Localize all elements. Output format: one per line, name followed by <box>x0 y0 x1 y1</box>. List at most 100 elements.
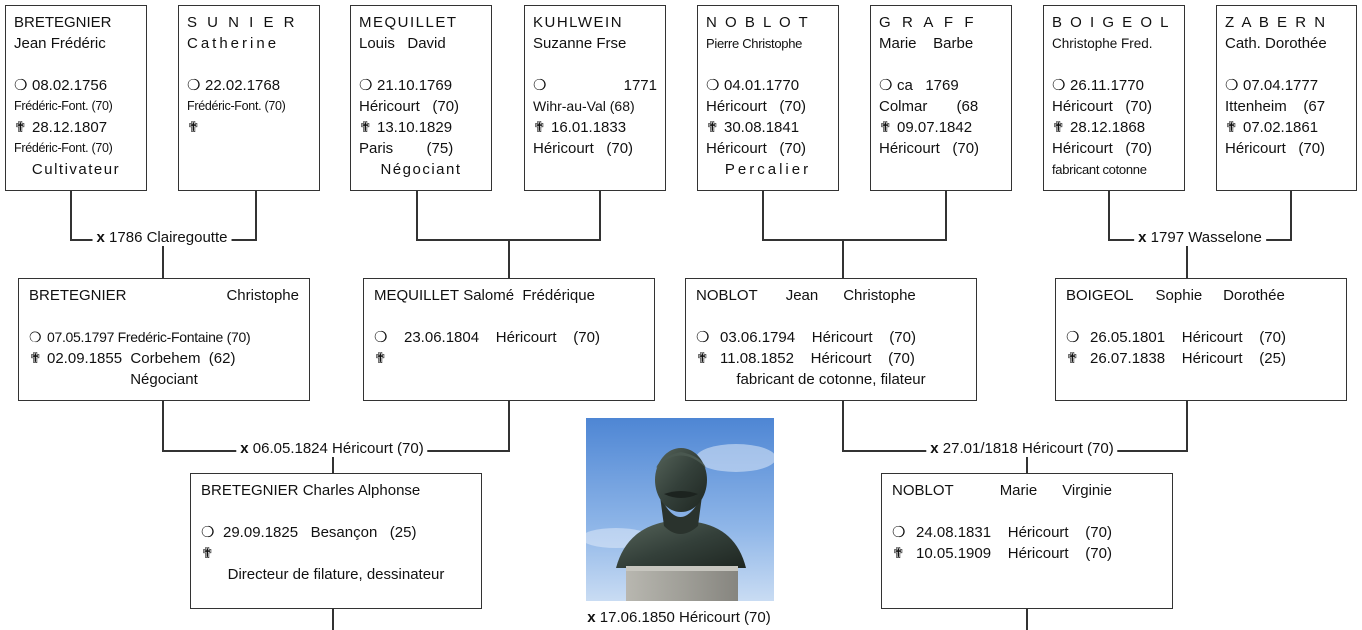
birth-icon: ❍ <box>706 77 720 94</box>
death-date: 09.07.1842 <box>897 119 973 136</box>
given-name: Sophie Dorothée <box>1155 287 1285 304</box>
birth-date: ca 1769 <box>897 77 959 94</box>
given-name: Cath. Dorothée <box>1225 35 1327 52</box>
surname: Z A B E R N <box>1225 14 1328 31</box>
death-place: Héricourt (70) <box>879 140 980 157</box>
person-card-noblot-pierre[interactable]: N O B L O T Pierre Christophe ❍04.01.177… <box>697 5 839 191</box>
death-date: 13.10.1829 <box>377 119 453 136</box>
person-card-mequillet-louis[interactable]: MEQUILLET Louis David ❍21.10.1769 Hérico… <box>350 5 492 191</box>
birth-icon: ❍ <box>29 329 42 345</box>
given-name: Pierre Christophe <box>706 36 803 51</box>
birth-icon: ❍ <box>1052 77 1066 94</box>
marriage-label-bretegnier-sunier: x 1786 Clairegoutte <box>92 229 232 246</box>
birth-line: 26.05.1801 Héricourt (70) <box>1090 329 1286 346</box>
bust-photo <box>586 418 774 601</box>
death-icon: ✟ <box>533 119 546 136</box>
person-card-sunier-catherine[interactable]: S U N I E R Catherine ❍22.02.1768 Frédér… <box>178 5 320 191</box>
occupation: Négociant <box>130 371 198 388</box>
death-icon: ✟ <box>29 350 42 367</box>
death-place: Héricourt (70) <box>706 140 807 157</box>
given-name: Marie Barbe <box>879 35 974 52</box>
birth-place: Ittenheim (67 <box>1225 98 1326 115</box>
surname: BRETEGNIER <box>29 287 127 304</box>
death-place: Héricourt (70) <box>533 140 634 157</box>
birth-icon: ❍ <box>201 524 215 541</box>
death-line: 02.09.1855 Corbehem (62) <box>47 350 236 367</box>
birth-line: 24.08.1831 Héricourt (70) <box>916 524 1112 541</box>
death-line: 11.08.1852 Héricourt (70) <box>720 350 915 367</box>
person-card-noblot-jean[interactable]: NOBLOT Jean Christophe ❍ 03.06.1794 Hérico… <box>685 278 977 401</box>
occupation: Percalier <box>724 161 812 178</box>
birth-icon: ❍ <box>1066 329 1080 346</box>
birth-place: Héricourt (70) <box>706 98 807 115</box>
surname: KUHLWEIN <box>533 14 624 31</box>
death-line: 26.07.1838 Héricourt (25) <box>1090 350 1286 367</box>
given-name: Christophe Fred. <box>1052 36 1153 51</box>
given-name: Louis David <box>359 35 446 52</box>
birth-icon: ❍ <box>187 77 201 94</box>
surname: NOBLOT <box>892 482 954 499</box>
death-icon: ✟ <box>706 119 719 136</box>
birth-icon: ❍ <box>374 329 388 346</box>
birth-line: 07.05.1797 Fredéric-Fontaine (70) <box>47 329 251 345</box>
death-icon: ✟ <box>696 350 709 367</box>
death-icon: ✟ <box>1066 350 1079 367</box>
birth-line: 29.09.1825 Besançon (25) <box>223 524 417 541</box>
death-icon: ✟ <box>1225 119 1238 136</box>
surname: N O B L O T <box>706 14 810 31</box>
birth-date: 22.02.1768 <box>205 77 281 94</box>
bust-statue-image <box>586 418 774 601</box>
occupation: fabricant cotonne <box>1052 162 1147 177</box>
death-place: Paris (75) <box>359 140 454 157</box>
death-place: Héricourt (70) <box>1225 140 1326 157</box>
person-card-mequillet-salome[interactable]: MEQUILLET Salomé Frédérique ❍ 23.06.1804 … <box>363 278 655 401</box>
birth-date: 08.02.1756 <box>32 77 108 94</box>
death-date: 07.02.1861 <box>1243 119 1319 136</box>
surname: NOBLOT <box>696 287 758 304</box>
occupation: Directeur de filature, dessinateur <box>227 566 445 583</box>
surname: S U N I E R <box>187 14 298 31</box>
birth-date: 1771 <box>623 77 657 94</box>
death-icon: ✟ <box>14 119 27 136</box>
death-place: Frédéric-Font. (70) <box>14 141 113 155</box>
surname: MEQUILLET <box>374 287 460 304</box>
death-icon: ✟ <box>187 119 200 136</box>
given-name: Suzanne Frse <box>533 35 627 52</box>
marriage-label-bretegnier-mequillet: x 06.05.1824 Héricourt (70) <box>236 440 428 457</box>
birth-icon: ❍ <box>879 77 893 94</box>
given-name: Salomé Frédérique <box>463 287 595 304</box>
birth-icon: ❍ <box>696 329 710 346</box>
occupation: Cultivateur <box>31 161 121 178</box>
birth-icon: ❍ <box>1225 77 1239 94</box>
marriage-label-noblot-boigeol: x 27.01/1818 Héricourt (70) <box>926 440 1118 457</box>
birth-place: Héricourt (70) <box>359 98 460 115</box>
marriage-label-boigeol-zabern: x 1797 Wasselone <box>1134 229 1266 246</box>
birth-place: Frédéric-Font. (70) <box>14 99 113 113</box>
death-date: 30.08.1841 <box>724 119 800 136</box>
occupation: fabricant de cotonne, filateur <box>736 371 926 388</box>
given-name: Jean Christophe <box>785 287 916 304</box>
person-card-bretegnier-jean[interactable]: BRETEGNIER Jean Frédéric ❍08.02.1756 Fré… <box>5 5 147 191</box>
person-card-bretegnier-charles[interactable]: BRETEGNIER Charles Alphonse ❍29.09.1825 … <box>190 473 482 609</box>
death-icon: ✟ <box>1052 119 1065 136</box>
birth-place: Héricourt (70) <box>1052 98 1153 115</box>
birth-date: 07.04.1777 <box>1243 77 1319 94</box>
death-icon: ✟ <box>892 545 905 562</box>
occupation: Négociant <box>380 161 462 178</box>
birth-line: 03.06.1794 Héricourt (70) <box>720 329 916 346</box>
birth-icon: ❍ <box>14 77 28 94</box>
birth-place: Frédéric-Font. (70) <box>187 99 286 113</box>
person-card-boigeol-christophe[interactable]: B O I G E O L Christophe Fred. ❍26.11.17… <box>1043 5 1185 191</box>
death-icon: ✟ <box>374 350 387 367</box>
birth-icon: ❍ <box>359 77 373 94</box>
person-card-kuhlwein-suzanne[interactable]: KUHLWEIN Suzanne Frse ❍1771 Wihr-au-Val … <box>524 5 666 191</box>
birth-date: 04.01.1770 <box>724 77 800 94</box>
marriage-label-final: x 17.06.1850 Héricourt (70) <box>583 609 775 626</box>
person-card-graff-marie[interactable]: G R A F F Marie Barbe ❍ca 1769 Colmar (6… <box>870 5 1012 191</box>
birth-place: Colmar (68 <box>879 98 979 115</box>
person-card-zabern-catherine[interactable]: Z A B E R N Cath. Dorothée ❍07.04.1777 I… <box>1216 5 1357 191</box>
birth-line: 23.06.1804 Héricourt (70) <box>404 329 600 346</box>
